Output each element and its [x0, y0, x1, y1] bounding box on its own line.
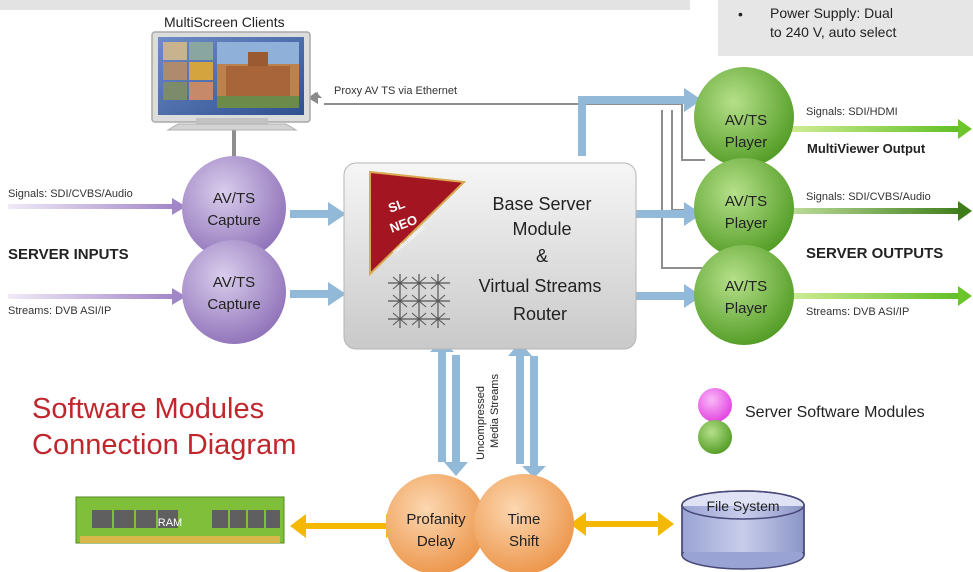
- router-grid-icon: [388, 274, 450, 328]
- filesystem-link-arrow: [570, 512, 674, 536]
- profanity-line-1: Profanity: [406, 511, 466, 528]
- capture-1-line-2: Capture: [207, 212, 260, 229]
- ram-label: RAM: [158, 517, 182, 529]
- player-3-line-1: AV/TS: [725, 278, 767, 295]
- badge-text-sl: SL: [386, 196, 407, 216]
- spec-note-line-2: to 240 V, auto select: [770, 24, 897, 40]
- capture-node-2: [182, 240, 286, 344]
- output-signals-hdmi-label: Signals: SDI/HDMI: [806, 106, 898, 118]
- player-node-2: [694, 158, 794, 258]
- profanity-delay-node: [386, 474, 486, 572]
- player-node-3: [694, 245, 794, 345]
- server-line-1: Base Server: [492, 194, 591, 214]
- output-signal-arrows: [780, 119, 972, 306]
- legend-green-circle: [698, 420, 732, 454]
- uncompressed-label-1: Uncompressed: [475, 386, 487, 460]
- player-1-line-1: AV/TS: [725, 112, 767, 129]
- server-to-player-arrows: [578, 88, 702, 308]
- server-line-3: &: [536, 246, 548, 266]
- player-3-line-2: Player: [725, 300, 768, 317]
- spec-note-bullet: •: [738, 6, 743, 22]
- spec-note-box: [718, 0, 973, 56]
- multiscreen-monitor: [151, 31, 311, 131]
- filesystem-label: File System: [706, 498, 779, 514]
- input-signals-label: Signals: SDI/CVBS/Audio: [8, 188, 133, 200]
- output-signals-cvbs-label: Signals: SDI/CVBS/Audio: [806, 191, 931, 203]
- capture-node-1: [182, 156, 286, 260]
- capture-2-line-2: Capture: [207, 296, 260, 313]
- proxy-arrow-tip: [308, 92, 318, 104]
- timeshift-line-2: Shift: [509, 533, 540, 550]
- input-signal-arrows: [8, 198, 186, 305]
- time-shift-node: [474, 474, 574, 572]
- profanity-line-2: Delay: [417, 533, 456, 550]
- file-system-disk-icon: [681, 490, 805, 570]
- legend-label: Server Software Modules: [745, 404, 925, 421]
- proxy-label: Proxy AV TS via Ethernet: [334, 85, 458, 97]
- capture-2-line-1: AV/TS: [213, 274, 255, 291]
- uncompressed-label-2: Media Streams: [489, 374, 501, 448]
- input-streams-label: Streams: DVB ASI/IP: [8, 305, 112, 317]
- server-line-5: Router: [513, 304, 567, 324]
- player-2-line-1: AV/TS: [725, 193, 767, 210]
- timeshift-line-1: Time: [508, 511, 541, 528]
- server-storage-vertical-arrows: [430, 340, 546, 478]
- legend-pink-circle: [698, 388, 732, 422]
- server-outputs-label: SERVER OUTPUTS: [806, 245, 944, 262]
- player-2-line-2: Player: [725, 215, 768, 232]
- ram-link-arrow: [290, 514, 402, 538]
- ram-module-icon: [75, 496, 285, 544]
- server-line-4: Virtual Streams: [479, 276, 602, 296]
- top-banner-strip: [0, 0, 690, 10]
- multiviewer-output-label: MultiViewer Output: [807, 141, 926, 156]
- capture-to-server-arrows: [290, 202, 346, 306]
- player-1-line-2: Player: [725, 134, 768, 151]
- output-streams-label: Streams: DVB ASI/IP: [806, 306, 910, 318]
- server-inputs-label: SERVER INPUTS: [8, 246, 129, 263]
- player-node-1: [694, 67, 794, 167]
- sl-neo-logo: [369, 170, 467, 277]
- diagram-title-line-2: Connection Diagram: [32, 429, 297, 461]
- multiscreen-clients-title: MultiScreen Clients: [164, 14, 285, 30]
- spec-note-line-1: Power Supply: Dual: [770, 5, 893, 21]
- server-line-2: Module: [512, 219, 571, 239]
- diagram-title-line-1: Software Modules: [32, 393, 265, 425]
- capture-1-line-1: AV/TS: [213, 190, 255, 207]
